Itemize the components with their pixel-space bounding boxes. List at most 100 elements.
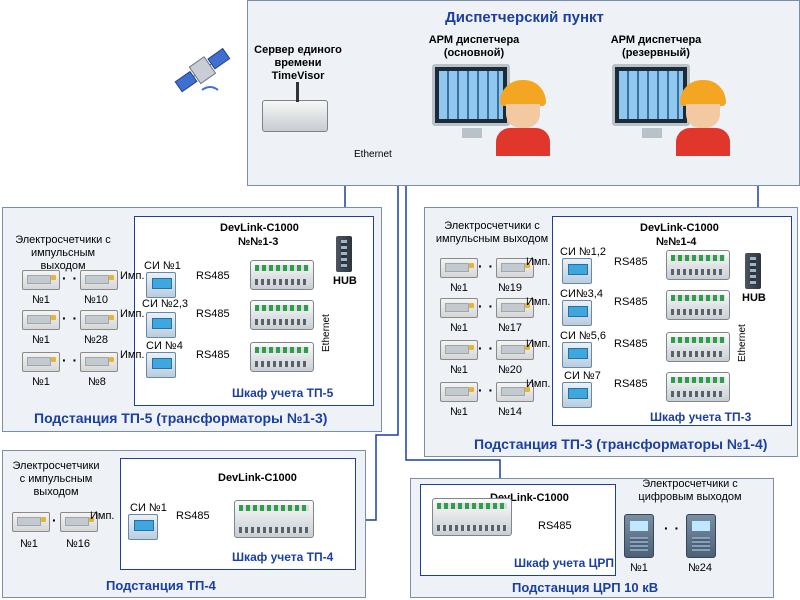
si-label: СИ №5,6: [560, 330, 606, 342]
meter-number: №1: [450, 322, 468, 334]
operator-body: [496, 128, 550, 156]
rs485-label: RS485: [196, 270, 230, 282]
si-icon: [146, 272, 176, 298]
meter-icon: [496, 258, 534, 278]
rs485-label: RS485: [614, 338, 648, 350]
meter-number: №10: [84, 294, 109, 306]
meter-icon: [22, 310, 60, 330]
antenna-icon: [296, 82, 299, 102]
tp4-substation-title: Подстанция ТП-4: [106, 578, 216, 593]
tp5-meters-caption: Электросчетчики с импульсным выходом: [15, 234, 111, 272]
tp5-cabinet-title: Шкаф учета ТП-5: [232, 386, 334, 400]
devlink-icon: [666, 290, 730, 320]
operator-face: [686, 104, 720, 128]
monitor-icon: [432, 64, 510, 126]
tp5-device-nums: №№1-3: [238, 236, 279, 248]
satellite-icon: [174, 47, 231, 93]
monitor-stand: [642, 128, 662, 138]
meter-icon: [496, 340, 534, 360]
si-icon: [128, 514, 158, 540]
crp-substation-title: Подстанция ЦРП 10 кВ: [512, 580, 659, 595]
crp-cabinet-title: Шкаф учета ЦРП: [514, 556, 615, 570]
imp-label: Имп.: [90, 510, 115, 522]
meter-icon: [22, 352, 60, 372]
devlink-icon: [666, 250, 730, 280]
rs485-label: RS485: [196, 308, 230, 320]
rs485-label: RS485: [614, 378, 648, 390]
meter-number: №24: [688, 562, 713, 574]
imp-label: Имп.: [120, 349, 145, 361]
digital-meter-icon: [624, 514, 654, 558]
meter-number: №14: [498, 406, 523, 418]
operator-body: [676, 128, 730, 156]
operator-face: [506, 104, 540, 128]
ethernet-label: Ethernet: [354, 149, 392, 160]
operator-icon: [680, 80, 726, 106]
meter-icon: [80, 352, 118, 372]
meter-icon: [22, 270, 60, 290]
meter-number: №17: [498, 322, 523, 334]
meter-number: №8: [88, 376, 106, 388]
meter-number: №1: [32, 294, 50, 306]
meter-number: №1: [32, 334, 50, 346]
devlink-icon: [250, 342, 314, 372]
rs485-label: RS485: [196, 349, 230, 361]
tp3-hub-label: HUB: [742, 292, 766, 304]
meter-icon: [80, 310, 118, 330]
si-label: СИ №1,2: [560, 246, 606, 258]
meter-icon: [496, 298, 534, 318]
imp-label: Имп.: [526, 296, 551, 308]
imp-label: Имп.: [526, 256, 551, 268]
operator-icon: [500, 80, 546, 106]
si-icon: [146, 312, 176, 338]
tp5-ethernet-label: Ethernet: [321, 314, 332, 352]
imp-label: Имп.: [120, 308, 145, 320]
meter-number: №20: [498, 364, 523, 376]
si-label: СИ №1: [144, 260, 181, 272]
devlink-icon: [250, 260, 314, 290]
meter-number: №1: [630, 562, 648, 574]
meter-icon: [440, 340, 478, 360]
devlink-icon: [250, 300, 314, 330]
tp5-hub-label: HUB: [333, 275, 357, 287]
si-icon: [562, 382, 592, 408]
arm-main-label: АРМ диспетчера (основной): [428, 34, 520, 59]
tp5-device-name: DevLink-C1000: [220, 222, 299, 234]
si-label: СИ №1: [130, 502, 167, 514]
tp4-meters-caption: Электросчетчики с импульсным выходом: [12, 460, 100, 498]
si-icon: [562, 300, 592, 326]
meter-number: №19: [498, 282, 523, 294]
meter-icon: [60, 512, 98, 532]
monitor-stand: [462, 128, 482, 138]
meter-number: №1: [450, 406, 468, 418]
si-icon: [146, 352, 176, 378]
meter-icon: [80, 270, 118, 290]
hub-icon: [745, 253, 761, 289]
meter-number: №16: [66, 538, 91, 550]
meter-number: №1: [450, 364, 468, 376]
digital-meter-icon: [686, 514, 716, 558]
imp-label: Имп.: [120, 270, 145, 282]
imp-label: Имп.: [526, 338, 551, 350]
server-label: Сервер единого времени TimeVisor: [254, 44, 342, 82]
monitor-icon: [612, 64, 690, 126]
rs485-label: RS485: [614, 296, 648, 308]
rs485-label: RS485: [614, 256, 648, 268]
meter-number: №1: [32, 376, 50, 388]
tp3-meters-caption: Электросчетчики с импульсным выходом: [435, 220, 549, 245]
ellipsis: · · ·: [664, 520, 691, 536]
server-icon: [262, 100, 328, 132]
meter-number: №1: [450, 282, 468, 294]
meter-number: №28: [84, 334, 109, 346]
tp5-substation-title: Подстанция ТП-5 (трансформаторы №1-3): [34, 410, 328, 426]
devlink-icon: [666, 332, 730, 362]
si-label: СИ №7: [564, 370, 601, 382]
tp4-device-name: DevLink-C1000: [218, 472, 297, 484]
arm-reserve-label: АРМ диспетчера (резервный): [610, 34, 702, 59]
meter-icon: [440, 258, 478, 278]
hub-icon: [336, 236, 352, 272]
rs485-label: RS485: [538, 520, 572, 532]
si-icon: [562, 258, 592, 284]
tp3-ethernet-label: Ethernet: [737, 324, 748, 362]
imp-label: Имп.: [526, 378, 551, 390]
